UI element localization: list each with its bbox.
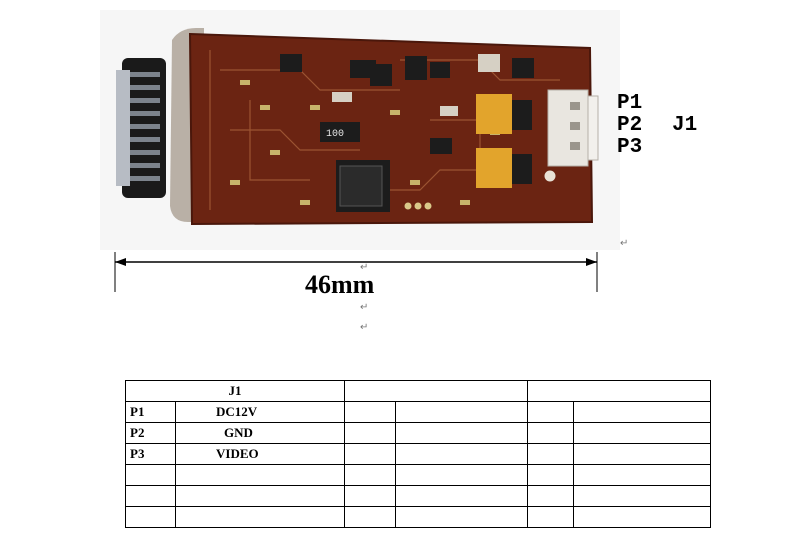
left-header-connector xyxy=(116,58,166,198)
dimension-line xyxy=(114,252,598,292)
table-cell-signal xyxy=(175,506,345,528)
svg-text:100: 100 xyxy=(326,129,344,140)
paragraph-mark-icon: ↵ xyxy=(360,322,369,333)
j1-connector xyxy=(547,89,599,167)
table-row: P3 VIDEO xyxy=(125,443,711,465)
paragraph-mark-icon: ↵ xyxy=(620,238,629,249)
pin-label-p2: P2 xyxy=(617,114,643,137)
table-cell-pin: P1 xyxy=(125,401,176,423)
table-cell-signal: VIDEO xyxy=(175,443,345,465)
table-row xyxy=(125,464,711,486)
pcb-photo: 100 xyxy=(100,10,620,250)
table-row xyxy=(125,485,711,507)
table-cell-pin: P3 xyxy=(125,443,176,465)
table-cell-signal: DC12V xyxy=(175,401,345,423)
paragraph-mark-icon: ↵ xyxy=(360,302,369,313)
pin-label-p3: P3 xyxy=(617,136,643,159)
table-row: P1 DC12V xyxy=(125,401,711,423)
table-cell-pin xyxy=(125,464,176,486)
table-header-j1: J1 xyxy=(125,380,345,402)
table-cell-signal xyxy=(175,485,345,507)
connector-label-j1: J1 xyxy=(672,114,698,137)
table-cell-signal xyxy=(175,464,345,486)
table-cell-pin: P2 xyxy=(125,422,176,444)
table-row xyxy=(125,506,711,528)
dimension-label: 46mm xyxy=(305,270,375,299)
pin-label-p1: P1 xyxy=(617,92,643,115)
table-cell-pin xyxy=(125,506,176,528)
pin-table: J1 P1 DC12V P2 GND P3 VIDEO xyxy=(125,380,711,528)
table-cell-pin xyxy=(125,485,176,507)
paragraph-mark-icon: ↵ xyxy=(360,262,369,273)
table-header-row: J1 xyxy=(125,380,711,402)
table-row: P2 GND xyxy=(125,422,711,444)
table-cell-signal: GND xyxy=(175,422,345,444)
